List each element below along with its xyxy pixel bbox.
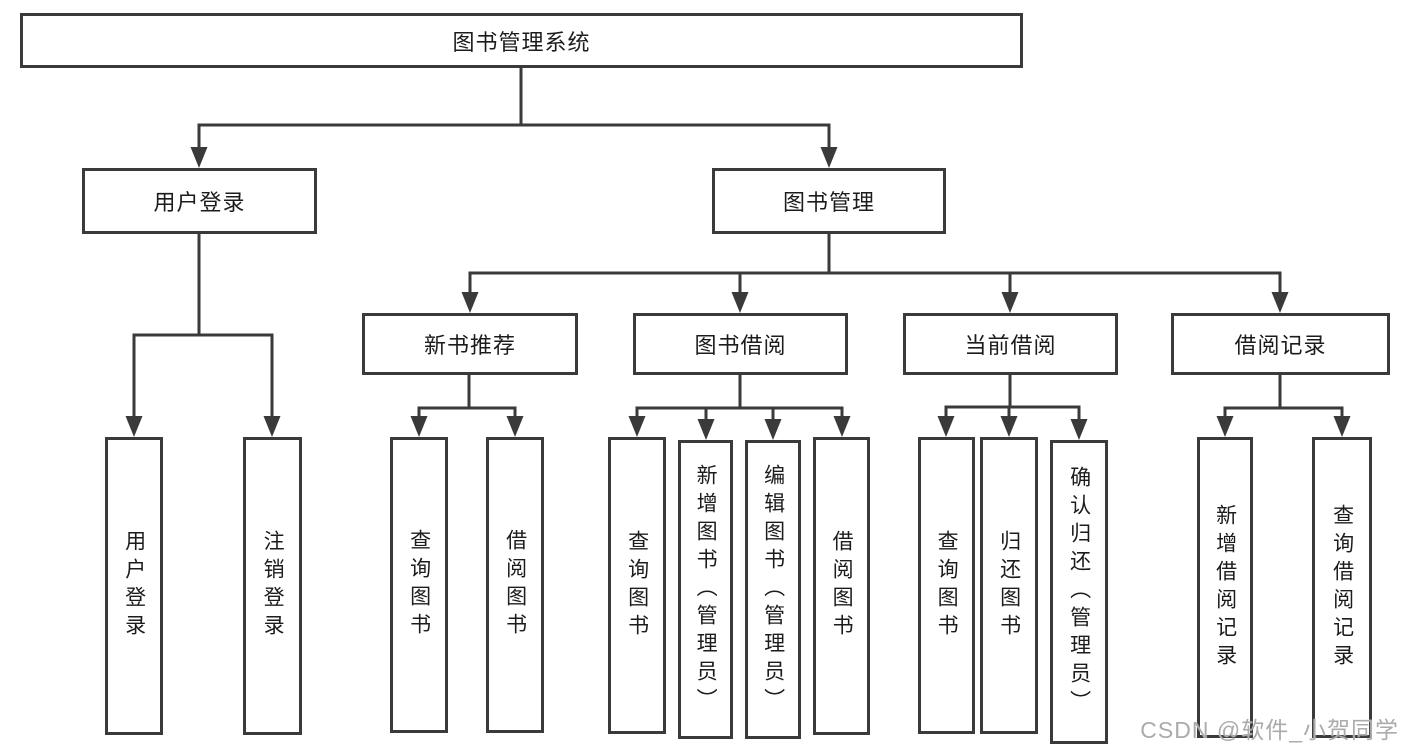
leaf-user-login-label: 用户登录 (122, 530, 146, 642)
leaf-add-book-admin: 新增图书（管理员） (678, 440, 733, 739)
leaf-recommend-query-book: 查询图书 (390, 437, 448, 733)
connector-book-borrow (635, 374, 844, 423)
connector-book-management (468, 234, 1282, 296)
connector-user-login (132, 234, 274, 420)
node-root-label: 图书管理系统 (452, 29, 591, 55)
node-current-borrow: 当前借阅 (903, 313, 1118, 375)
leaf-borrow-query-book-label: 查询图书 (625, 529, 649, 642)
connector-borrow-record (1223, 374, 1344, 420)
connector-current-borrow (944, 374, 1081, 423)
leaf-return-book: 归还图书 (980, 437, 1038, 734)
connector-root (197, 68, 831, 150)
leaf-recommend-borrow-book: 借阅图书 (486, 437, 544, 733)
node-root-library-system: 图书管理系统 (20, 13, 1023, 68)
node-current-borrow-label: 当前借阅 (964, 333, 1057, 358)
leaf-recommend-borrow-book-label: 借阅图书 (503, 529, 527, 641)
leaf-confirm-return-admin-label: 确认归还（管理员） (1067, 466, 1091, 718)
node-new-book-recommend-label: 新书推荐 (423, 333, 516, 358)
leaf-add-borrow-record: 新增借阅记录 (1197, 437, 1253, 738)
leaf-recommend-query-book-label: 查询图书 (407, 529, 431, 641)
leaf-query-borrow-record: 查询借阅记录 (1312, 437, 1372, 738)
node-borrow-record: 借阅记录 (1171, 313, 1390, 375)
leaf-add-book-admin-label: 新增图书（管理员） (694, 463, 718, 716)
leaf-query-borrow-record-label: 查询借阅记录 (1330, 503, 1354, 672)
node-borrow-record-label: 借阅记录 (1234, 333, 1327, 358)
connector-new-book-recommend (417, 374, 517, 420)
node-user-login-label: 用户登录 (153, 190, 246, 215)
node-book-management: 图书管理 (712, 168, 946, 234)
leaf-borrow-book: 借阅图书 (813, 437, 870, 735)
csdn-watermark: CSDN @软件_小贺同学 (1140, 717, 1399, 743)
leaf-logout: 注销登录 (243, 437, 302, 735)
node-book-borrow: 图书借阅 (633, 313, 848, 375)
leaf-confirm-return-admin: 确认归还（管理员） (1050, 440, 1108, 744)
leaf-current-query-book: 查询图书 (918, 437, 975, 734)
leaf-current-query-book-label: 查询图书 (935, 529, 959, 642)
node-book-borrow-label: 图书借阅 (694, 333, 787, 358)
leaf-add-borrow-record-label: 新增借阅记录 (1213, 503, 1237, 672)
leaf-borrow-query-book: 查询图书 (608, 437, 666, 734)
node-new-book-recommend: 新书推荐 (362, 313, 578, 375)
leaf-logout-label: 注销登录 (261, 530, 285, 642)
leaf-edit-book-admin: 编辑图书（管理员） (745, 440, 801, 739)
leaf-borrow-book-label: 借阅图书 (830, 530, 854, 642)
leaf-return-book-label: 归还图书 (997, 529, 1021, 642)
node-user-login: 用户登录 (82, 168, 317, 234)
leaf-edit-book-admin-label: 编辑图书（管理员） (761, 463, 785, 716)
node-book-management-label: 图书管理 (782, 190, 875, 215)
leaf-user-login: 用户登录 (105, 437, 163, 735)
